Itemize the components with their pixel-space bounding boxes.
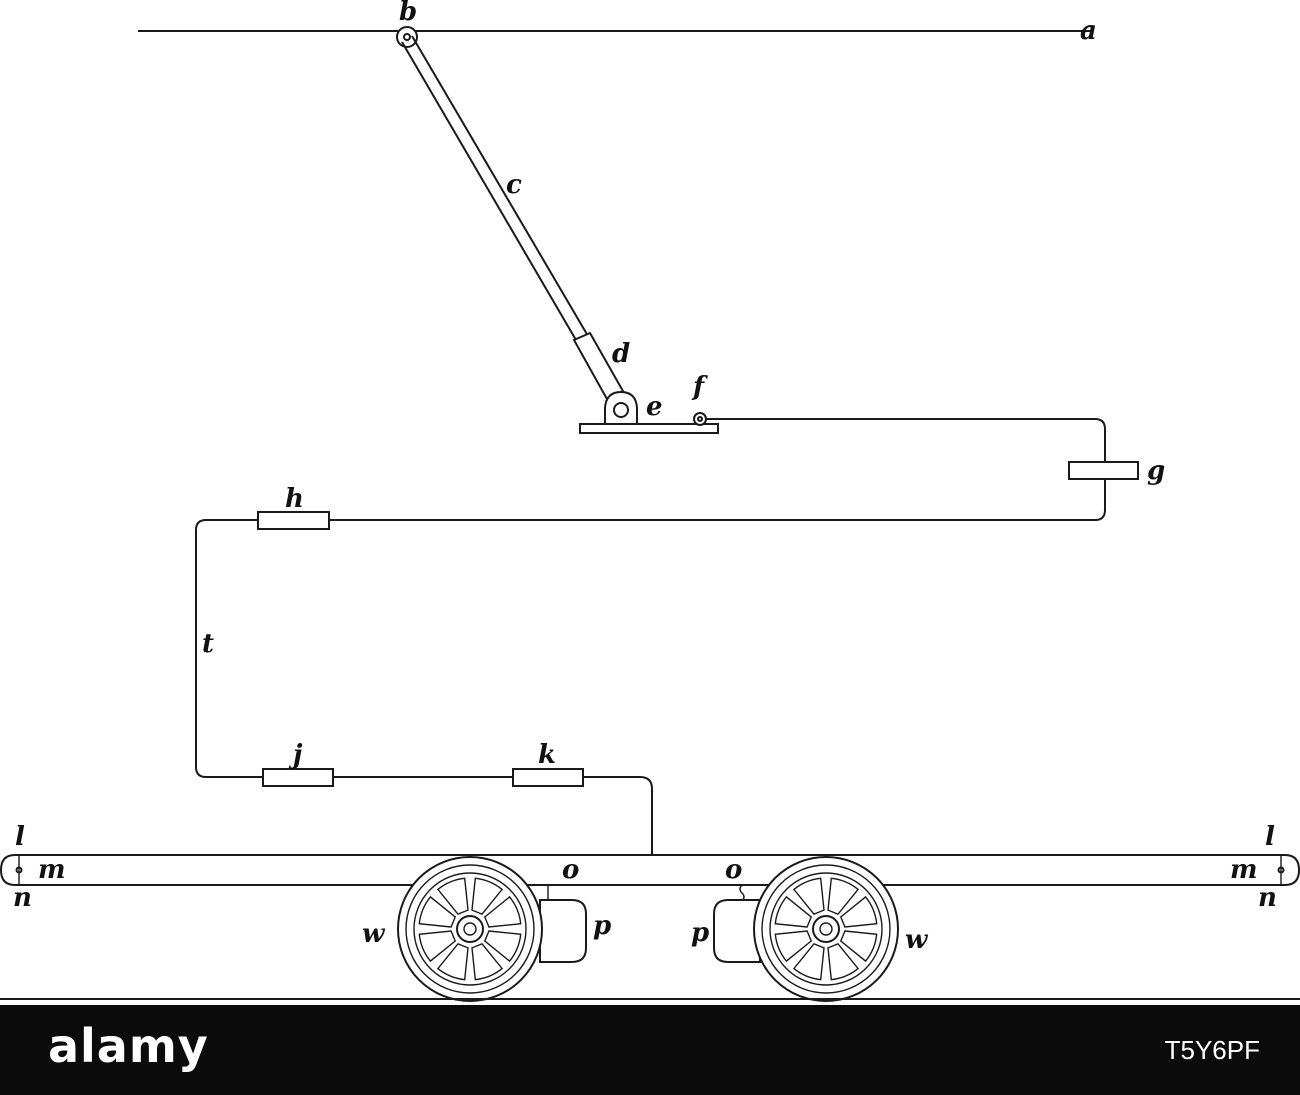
motor-right (713, 899, 761, 963)
watermark-bar: alamy T5Y6PF (0, 1005, 1300, 1095)
wheel-right (753, 856, 899, 1002)
label-k: k (538, 740, 556, 770)
wheel-spoke-opening (792, 877, 825, 916)
wheel-spoke-opening (839, 895, 878, 928)
label-o-left: o (562, 855, 579, 885)
wheel-spoke-opening (436, 942, 469, 981)
label-m-right: m (1230, 855, 1258, 885)
label-n-left: n (13, 883, 32, 913)
label-w-right: w (905, 925, 929, 955)
image-code: T5Y6PF (1164, 1035, 1260, 1065)
wheel-spoke-opening (774, 895, 813, 928)
wheel-spoke-opening (471, 942, 504, 981)
label-p-right: p (691, 918, 709, 948)
label-h: h (285, 484, 304, 514)
motor-left (539, 899, 587, 963)
label-a: a (1080, 16, 1097, 46)
car-frame (0, 854, 1300, 886)
label-m-left: m (38, 855, 66, 885)
trolley-wheel (396, 26, 418, 48)
resistance-k (512, 768, 584, 787)
label-e: e (646, 392, 663, 422)
label-f: f (691, 372, 708, 402)
trolley-pole (401, 35, 630, 410)
label-l-right: l (1265, 822, 1275, 852)
label-t: t (202, 629, 214, 659)
label-d: d (612, 339, 630, 369)
wheel-spoke-opening (774, 930, 813, 963)
wheel-spoke-opening (436, 877, 469, 916)
label-o-right: o (725, 855, 742, 885)
wheel-spoke-opening (418, 895, 457, 928)
resistance-j (262, 768, 334, 787)
label-b: b (399, 0, 417, 27)
circuit-wire (195, 418, 1106, 855)
wheel-spoke-opening (827, 942, 860, 981)
label-c: c (506, 170, 522, 200)
label-w-left: w (362, 919, 386, 949)
label-n-right: n (1258, 883, 1277, 913)
wheel-spoke-opening (483, 930, 522, 963)
label-l-left: l (15, 822, 25, 852)
wheel-spoke-opening (839, 930, 878, 963)
wheel-left (397, 856, 543, 1002)
wheel-spoke-opening (792, 942, 825, 981)
trolley-circuit-diagram: a b c d e f g h t j k l m n l m n o o p … (0, 0, 1300, 1002)
wheel-spoke-opening (827, 877, 860, 916)
wheel-spoke-opening (483, 895, 522, 928)
pole-base (579, 390, 719, 434)
resistance-h (257, 511, 330, 530)
label-g: g (1147, 456, 1165, 486)
wheel-spoke-opening (471, 877, 504, 916)
motor-connection (739, 884, 745, 902)
label-j: j (288, 740, 303, 770)
alamy-logo: alamy (48, 1019, 209, 1073)
label-p-left: p (593, 911, 611, 941)
resistance-g (1068, 461, 1139, 480)
wheel-spoke-opening (418, 930, 457, 963)
